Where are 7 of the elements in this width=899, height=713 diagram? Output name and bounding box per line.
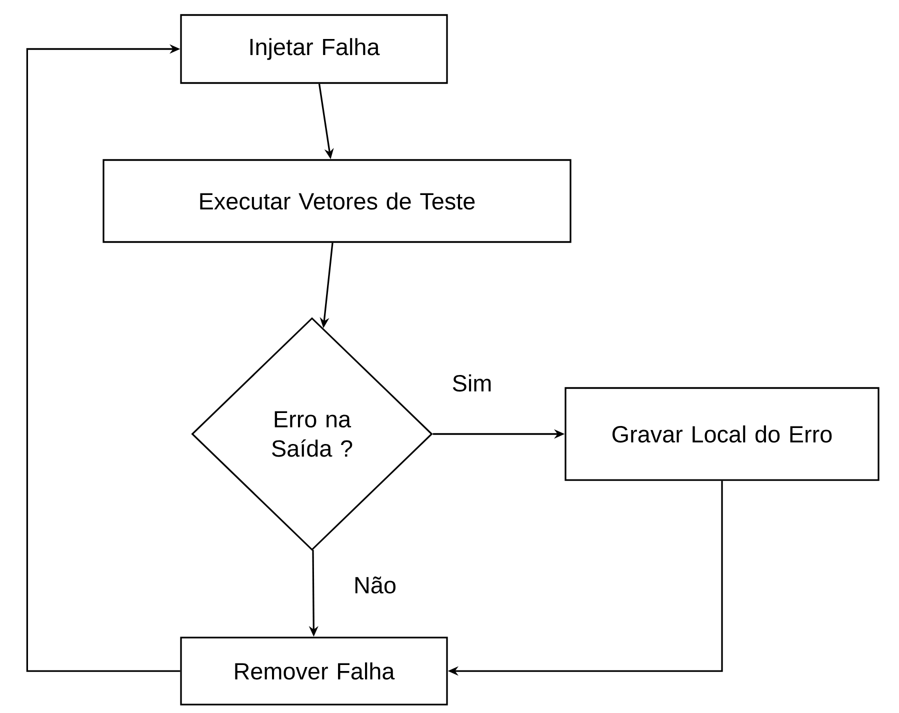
process-box: Executar Vetores de Teste [102, 159, 572, 243]
process-box: Remover Falha [180, 636, 448, 706]
process-box: Injetar Falha [180, 14, 448, 84]
arrow [26, 44, 180, 672]
edge-label: Não [351, 574, 399, 596]
process-box: Gravar Local do Erro [564, 387, 880, 481]
edge-label: Sim [450, 372, 495, 394]
